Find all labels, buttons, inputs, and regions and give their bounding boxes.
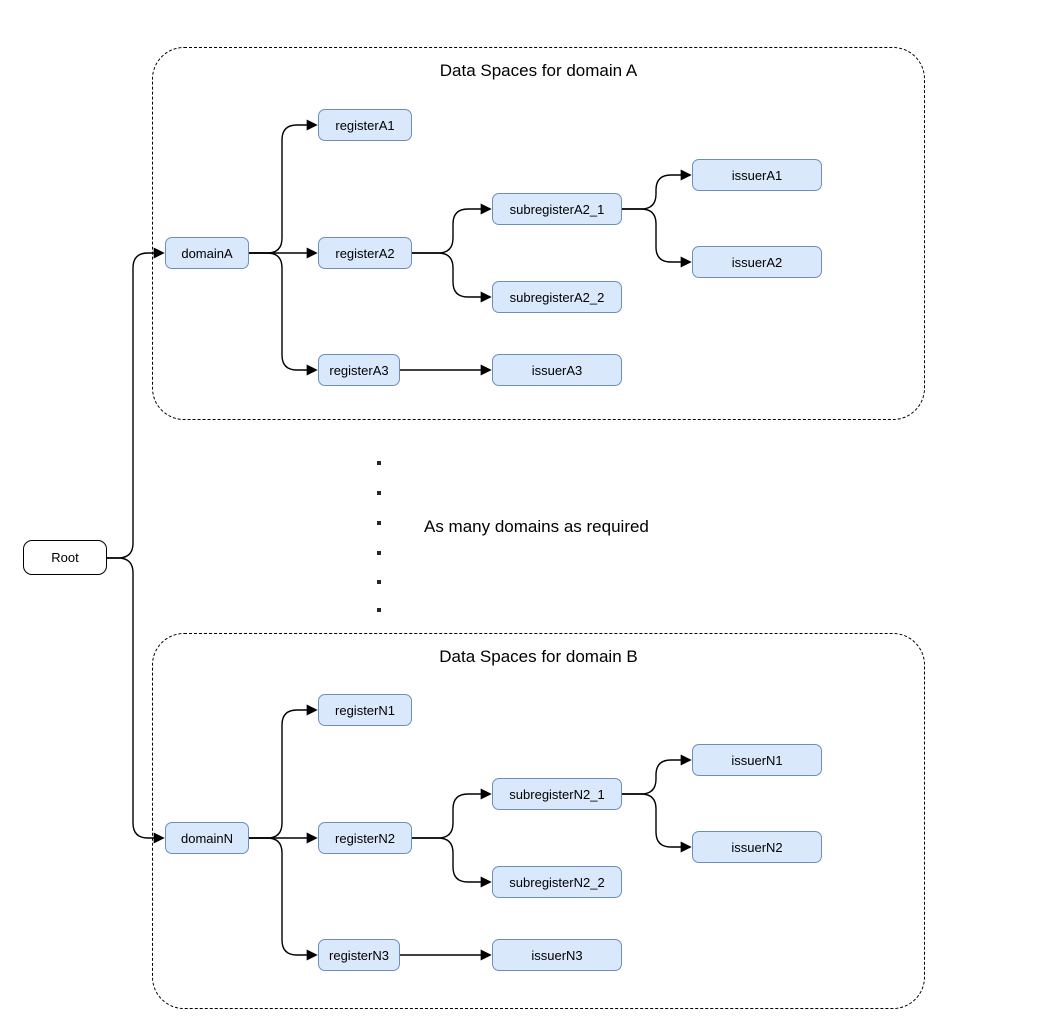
node-register-n1: registerN1: [318, 694, 412, 726]
node-subregister-a2-1: subregisterA2_1: [492, 193, 622, 225]
dot: [377, 580, 381, 584]
container-domain-a: Data Spaces for domain A: [152, 47, 925, 420]
node-domain-a: domainA: [165, 237, 249, 269]
node-register-a3: registerA3: [318, 354, 400, 386]
dot: [377, 521, 381, 525]
node-issuer-n3: issuerN3: [492, 939, 622, 971]
node-issuer-n1: issuerN1: [692, 744, 822, 776]
node-root: Root: [23, 540, 107, 575]
node-domain-n: domainN: [165, 822, 249, 854]
node-subregister-n2-1: subregisterN2_1: [492, 778, 622, 810]
node-register-a1: registerA1: [318, 109, 412, 141]
node-issuer-a3: issuerA3: [492, 354, 622, 386]
dot: [377, 491, 381, 495]
dot: [377, 551, 381, 555]
node-subregister-a2-2: subregisterA2_2: [492, 281, 622, 313]
container-domain-b: Data Spaces for domain B: [152, 633, 925, 1009]
middle-note: As many domains as required: [424, 517, 649, 536]
node-register-n3: registerN3: [318, 939, 400, 971]
node-issuer-a2: issuerA2: [692, 246, 822, 278]
container-a-title: Data Spaces for domain A: [439, 61, 638, 80]
node-register-a2: registerA2: [318, 237, 412, 269]
dot: [377, 608, 381, 612]
node-register-n2: registerN2: [318, 822, 412, 854]
node-issuer-a1: issuerA1: [692, 159, 822, 191]
node-subregister-n2-2: subregisterN2_2: [492, 866, 622, 898]
container-b-title: Data Spaces for domain B: [439, 647, 638, 666]
node-issuer-n2: issuerN2: [692, 831, 822, 863]
dot: [377, 461, 381, 465]
